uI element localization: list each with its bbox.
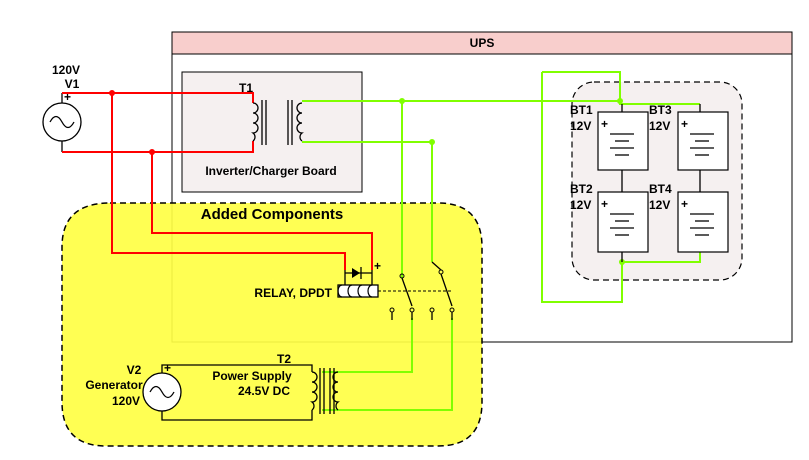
generator-voltage: 120V (112, 394, 140, 408)
bt1-name: BT1 (570, 103, 593, 117)
battery-bt4: + (677, 191, 729, 253)
added-components-title: Added Components (201, 206, 344, 223)
bt1-voltage: 12V (570, 119, 591, 133)
source-name: V1 (65, 77, 80, 91)
dc-wiring (302, 71, 701, 411)
svg-text:+: + (601, 117, 608, 131)
board-label: Inverter/Charger Board (205, 164, 336, 178)
svg-text:+: + (374, 259, 381, 273)
transformer-t2 (310, 368, 340, 414)
bt3-name: BT3 (649, 103, 672, 117)
battery-bt3: + (677, 104, 729, 192)
relay-contacts (389, 261, 455, 320)
svg-text:+: + (681, 117, 688, 131)
svg-text:+: + (164, 361, 171, 375)
ac-source-v1: + (42, 90, 82, 152)
transformer2-name: T2 (277, 352, 291, 366)
svg-text:+: + (681, 197, 688, 211)
battery-bt2: + (597, 191, 649, 262)
svg-text:+: + (601, 197, 608, 211)
bt2-name: BT2 (570, 182, 593, 196)
power-supply-line1: Power Supply (212, 369, 292, 383)
bt3-voltage: 12V (649, 119, 670, 133)
relay-label: RELAY, DPDT (254, 286, 332, 300)
ups-title: UPS (470, 36, 495, 50)
transformer-t1 (251, 100, 304, 145)
bt2-voltage: 12V (570, 198, 591, 212)
power-supply-line2: 24.5V DC (238, 384, 290, 398)
generator-v2: + (142, 361, 313, 421)
svg-text:+: + (64, 90, 71, 104)
bt4-voltage: 12V (649, 198, 670, 212)
generator-name: V2 (127, 363, 142, 377)
bt4-name: BT4 (649, 182, 672, 196)
transformer1-name: T1 (239, 81, 253, 95)
source-voltage: 120V (52, 63, 80, 77)
ups-header (171, 31, 793, 55)
battery-bt1: + (597, 104, 649, 192)
ac-wiring (62, 90, 373, 270)
generator-type: Generator (85, 378, 143, 392)
relay-coil: + (337, 259, 452, 298)
